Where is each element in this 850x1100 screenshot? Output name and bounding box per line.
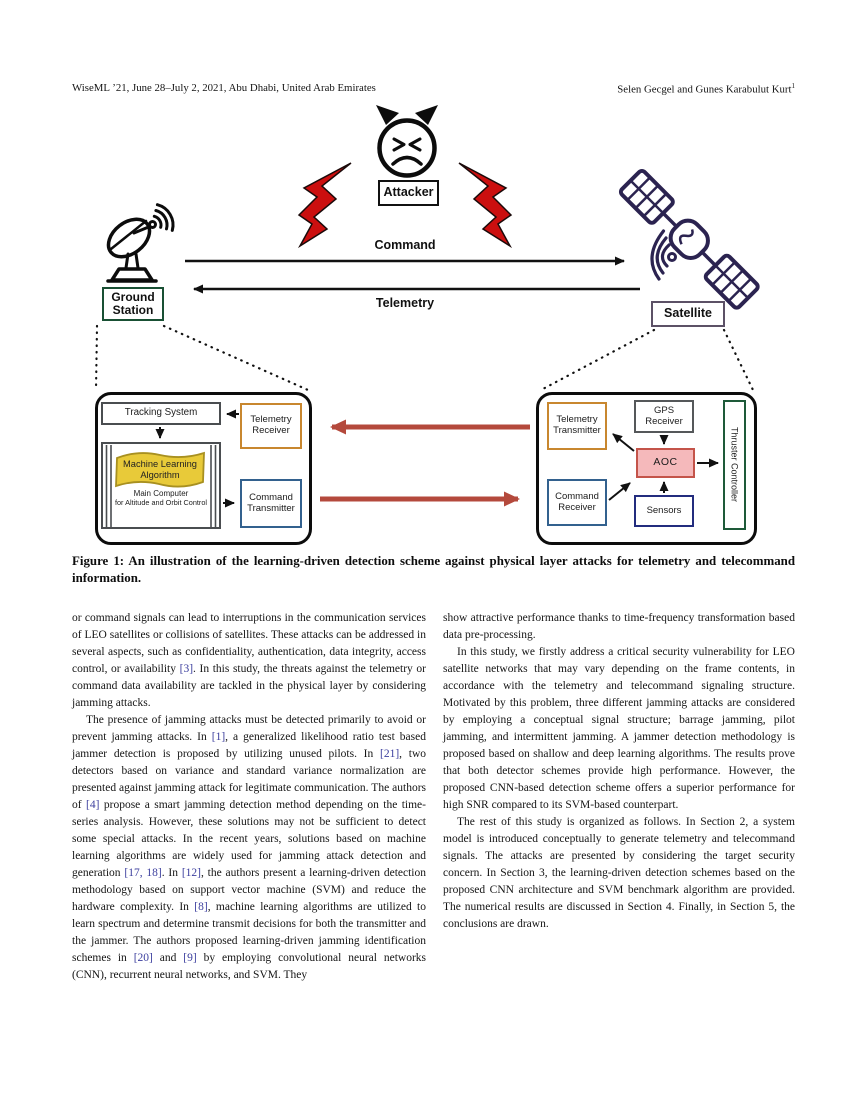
conference-info: WiseML ’21, June 28–July 2, 2021, Abu Dh… xyxy=(72,82,376,94)
ground-station-detail-box xyxy=(95,392,312,545)
paragraph: The presence of jamming attacks must be … xyxy=(72,714,427,981)
figure-caption: Figure 1: An illustration of the learnin… xyxy=(72,554,795,586)
paragraph: In this study, we firstly address a crit… xyxy=(443,646,795,811)
satellite-icon xyxy=(618,168,760,310)
jamming-bolt-left-icon xyxy=(297,162,352,249)
paragraph: show attractive performance thanks to ti… xyxy=(443,612,795,641)
right-column: show attractive performance thanks to ti… xyxy=(443,610,795,984)
authors: Selen Gecgel and Gunes Karabulut Kurt1 xyxy=(617,82,795,96)
author-affiliation-mark: 1 xyxy=(791,82,796,90)
tracking-system-box: Tracking System xyxy=(101,402,221,425)
thruster-controller-box: Thruster Controller xyxy=(723,400,746,530)
jamming-bolt-right-icon xyxy=(458,162,513,249)
body-text: or command signals can lead to interrupt… xyxy=(72,610,795,984)
gps-receiver-box: GPS Receiver xyxy=(634,400,694,433)
telemetry-receiver-box: Telemetry Receiver xyxy=(240,403,302,449)
telemetry-arrow-label: Telemetry xyxy=(375,296,435,310)
ground-station-label: Ground Station xyxy=(102,287,164,321)
command-receiver-box: Command Receiver xyxy=(547,479,607,526)
satellite-label: Satellite xyxy=(651,301,725,327)
zoom-guide-dotted-lines xyxy=(94,324,755,392)
command-transmitter-box: Command Transmitter xyxy=(240,479,302,528)
command-arrow-label: Command xyxy=(374,238,436,252)
attacker-label: Attacker xyxy=(378,180,439,206)
ground-station-dish-icon xyxy=(106,203,175,283)
telemetry-transmitter-box: Telemetry Transmitter xyxy=(547,402,607,450)
paragraph: The rest of this study is organized as f… xyxy=(443,816,795,930)
main-computer-label: Main Computer for Altitude and Orbit Con… xyxy=(114,489,208,507)
attacker-devil-icon xyxy=(376,105,438,178)
page-header: WiseML ’21, June 28–July 2, 2021, Abu Dh… xyxy=(72,82,795,96)
paragraph: or command signals can lead to interrupt… xyxy=(72,612,426,709)
machine-learning-algorithm-label: Machine Learning Algorithm xyxy=(123,459,197,480)
main-computer-box xyxy=(101,442,221,529)
sensors-box: Sensors xyxy=(634,495,694,527)
satellite-detail-box xyxy=(536,392,757,545)
aoc-box: AOC xyxy=(636,448,695,478)
left-column: or command signals can lead to interrupt… xyxy=(72,610,426,984)
